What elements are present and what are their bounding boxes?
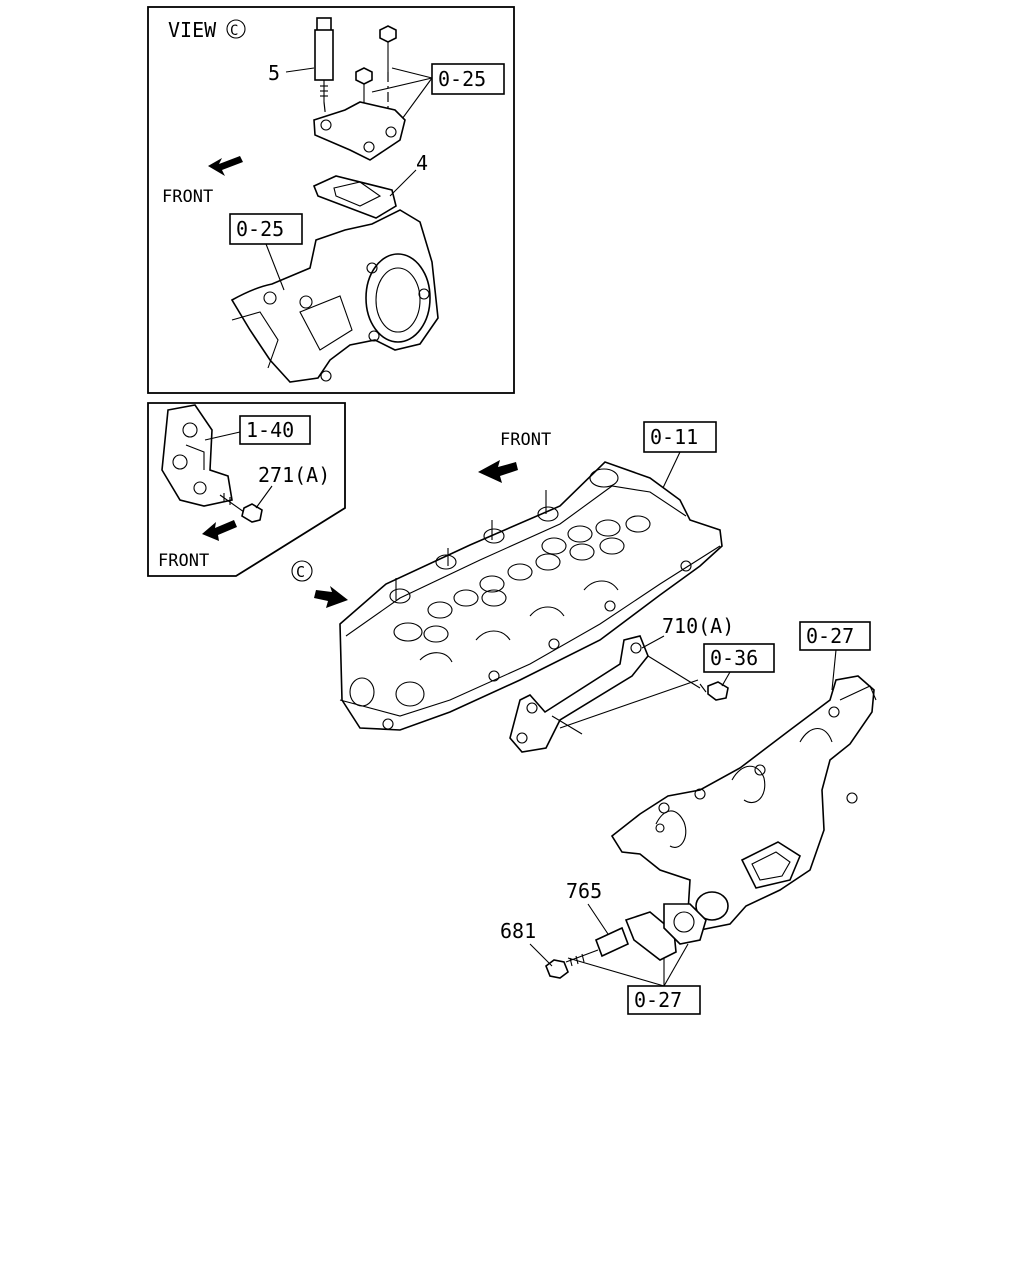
main-front-label: FRONT: [500, 430, 551, 450]
bracket-front-arrow: [202, 520, 237, 541]
callout-part-5: 5: [268, 61, 280, 85]
ref-0-27-lower-text: 0-27: [634, 988, 682, 1012]
main-front-arrow: [478, 460, 518, 483]
ref-box-0-36: [703, 643, 775, 673]
ref-housing-text: 0-25: [236, 217, 284, 241]
bracket-inset-frame: [147, 402, 346, 577]
ref-box-0-27-lower: [627, 985, 701, 1015]
view-c-frame: [147, 6, 515, 394]
bracket-inset: 1-40 271(A) FRONT: [147, 402, 346, 577]
long-bolt-part-5: [314, 17, 334, 102]
view-c-circle-letter: C: [230, 23, 238, 39]
ref-box-1-40: [239, 415, 311, 445]
nut-681: [545, 959, 569, 979]
ref-box-0-11: [643, 421, 717, 453]
view-c-front-arrow: [208, 156, 243, 176]
view-c-title: VIEW: [168, 18, 217, 42]
leader-ref-bolts: [391, 67, 433, 79]
bracket-part: [161, 404, 233, 507]
cylinder-head: [339, 461, 723, 731]
ref-box-0-27-upper: [799, 621, 871, 651]
leader-ref-housing: [265, 243, 285, 291]
label-765: 765: [566, 879, 602, 903]
view-c-marker: [291, 560, 313, 582]
ref-box-housing: [229, 213, 303, 245]
gasket-part-4: [312, 175, 397, 219]
cover-plate: [313, 101, 406, 161]
bracket-front-label: FRONT: [158, 551, 209, 571]
stud-765: [565, 926, 630, 967]
leader-part-4: [389, 169, 417, 197]
view-c-inset: VIEW C 5 0-25: [147, 6, 515, 394]
label-710a: 710(A): [662, 614, 734, 638]
ref-0-11-text: 0-11: [650, 425, 698, 449]
bracket-710a: [509, 635, 699, 753]
ref-box-bolts: [431, 63, 505, 95]
label-681: 681: [500, 919, 536, 943]
main-assembly: FRONT 0-11 C: [291, 421, 877, 1015]
view-c-front-label: FRONT: [162, 187, 213, 207]
ref-1-40-text: 1-40: [246, 418, 294, 442]
bolt-0-36: [647, 655, 729, 701]
leader-ref-1-40: [204, 431, 241, 441]
leader-ref-0-11: [661, 451, 681, 491]
ref-bolts-text: 0-25: [438, 67, 486, 91]
housing-assembly: [230, 209, 439, 383]
leader-ref-0-27-upper: [831, 649, 837, 691]
leader-part-5: [285, 67, 315, 73]
view-c-marker-letter: C: [296, 563, 305, 581]
callout-part-4: 4: [416, 151, 428, 175]
leader-765: [587, 903, 609, 935]
leader-681: [529, 943, 553, 967]
leader-710a: [641, 635, 665, 649]
exhaust-manifold: [610, 675, 877, 931]
ref-0-27-upper-text: 0-27: [806, 624, 854, 648]
view-c-circle-marker: [226, 19, 246, 39]
view-c-direction-arrow: [314, 586, 348, 608]
leader-ref-0-36: [721, 671, 731, 687]
outlet-gasket: [624, 903, 707, 961]
bolt-271a: [219, 493, 263, 523]
leader-271a: [255, 485, 273, 509]
label-271a: 271(A): [258, 463, 330, 487]
ref-0-36-text: 0-36: [710, 646, 758, 670]
leader-ref-0-27-lower: [567, 957, 665, 987]
